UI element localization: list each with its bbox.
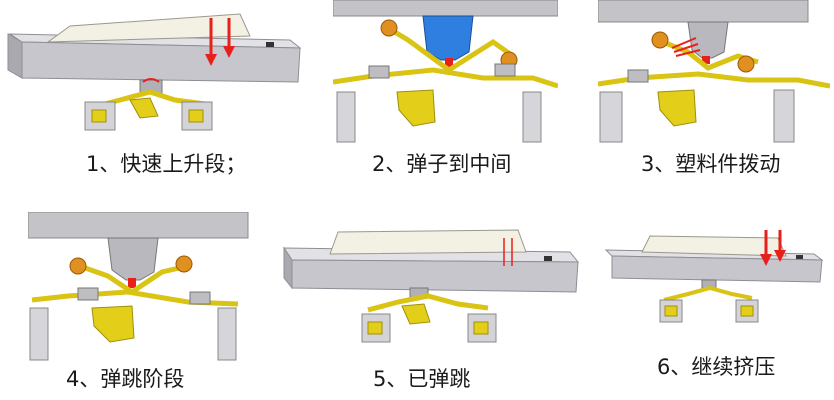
step-1-caption: 1、快速上升段； [86, 152, 247, 176]
step-1-panel [0, 0, 310, 145]
step-6-panel [602, 224, 828, 336]
step-3-panel [598, 0, 830, 145]
step-4-illustration [28, 212, 249, 361]
step-5-panel [278, 222, 584, 350]
step-6-caption: 6、继续挤压 [657, 355, 776, 379]
step-5-illustration [283, 229, 580, 343]
step-2-illustration [333, 0, 558, 143]
step-4-panel [28, 212, 256, 362]
step-2-panel [333, 0, 558, 145]
step-2-caption: 2、弹子到中间 [372, 152, 512, 176]
step-5-caption: 5、已弹跳 [373, 367, 471, 391]
step-3-illustration [598, 0, 830, 143]
step-4-caption: 4、弹跳阶段 [66, 367, 185, 391]
step-3-caption: 3、塑料件拨动 [641, 152, 781, 176]
step-1-illustration [7, 13, 302, 131]
step-6-illustration [604, 230, 824, 323]
